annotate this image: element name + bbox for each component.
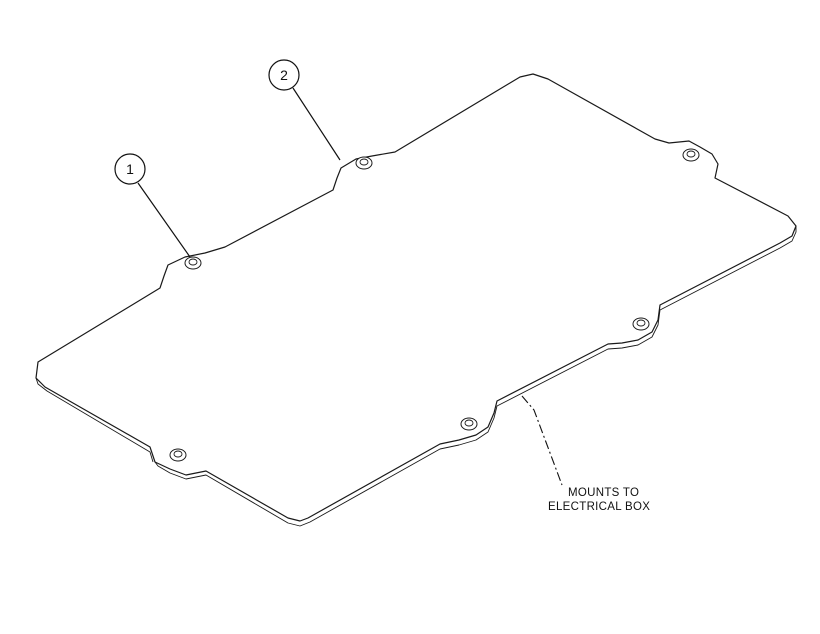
callout-1-label: 1	[126, 161, 134, 177]
note-text-line-1: MOUNTS TO	[568, 487, 639, 499]
bolt-head-icon	[682, 148, 700, 162]
note-text-line-2: ELECTRICAL BOX	[548, 501, 650, 513]
bolt-head-icon	[460, 417, 478, 431]
callout-2-label: 2	[280, 67, 288, 83]
bolt-head-icon	[184, 256, 202, 270]
callout-2-balloon	[268, 59, 300, 91]
bolt-head-icon	[169, 448, 187, 462]
callout-2-leader	[292, 87, 341, 161]
callout-1-balloon	[114, 153, 146, 185]
callout-1-leader	[137, 182, 191, 258]
bolt-head-icon	[632, 317, 650, 331]
cover-plate-thickness-edge	[35, 226, 797, 527]
note-leader	[521, 395, 563, 486]
cover-plate-outline	[35, 73, 797, 522]
bolt-head-icon	[355, 156, 373, 170]
